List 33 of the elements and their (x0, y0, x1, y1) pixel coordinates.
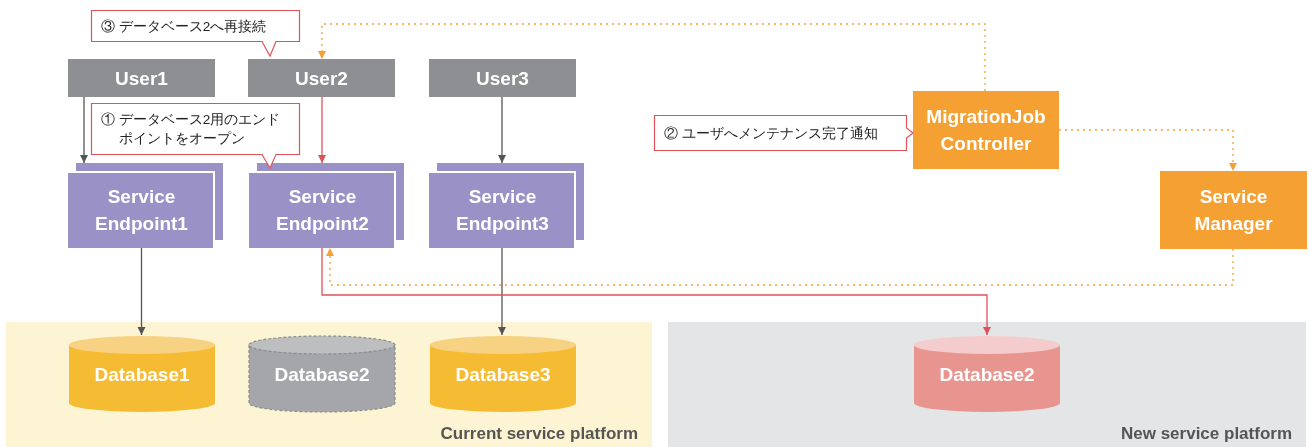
node-label: Database1 (94, 362, 190, 387)
callout-text: ① データベース2用のエンドポイントをオープン (101, 111, 282, 148)
node-label: Service Manager (1193, 185, 1274, 236)
node-label: Service Endpoint2 (275, 184, 370, 236)
node-label: Database2 (274, 362, 370, 387)
arrow (137, 247, 146, 336)
user-box: User1 (68, 59, 215, 97)
arrow (80, 96, 88, 164)
arrow (326, 247, 1234, 286)
callout-text: ③ データベース2へ再接続 (101, 17, 268, 36)
controller-box (1160, 171, 1307, 249)
node-label: Service Endpoint1 (94, 184, 189, 236)
arrow (318, 23, 986, 92)
area-label: Current service platform (440, 424, 638, 444)
platform-area (668, 322, 1306, 447)
endpoint-stack (249, 163, 404, 248)
node-label: Service Endpoint3 (455, 184, 550, 236)
arrow (1058, 129, 1237, 172)
user-box: User3 (429, 59, 576, 97)
arrow (498, 96, 506, 164)
arrow (498, 247, 506, 336)
user-box: User2 (248, 59, 395, 97)
endpoint-stack (68, 163, 223, 248)
node-label: Database3 (455, 362, 551, 387)
area-label: New service platform (1121, 424, 1292, 444)
arrow (321, 247, 991, 336)
arrow (318, 96, 326, 164)
node-label: MigrationJob Controller (925, 105, 1047, 156)
callout-text: ② ユーザへメンテナンス完了通知 (664, 124, 879, 143)
node-label: Database2 (939, 362, 1035, 387)
endpoint-stack (429, 163, 584, 248)
controller-box (913, 91, 1059, 169)
platform-area (6, 322, 652, 447)
